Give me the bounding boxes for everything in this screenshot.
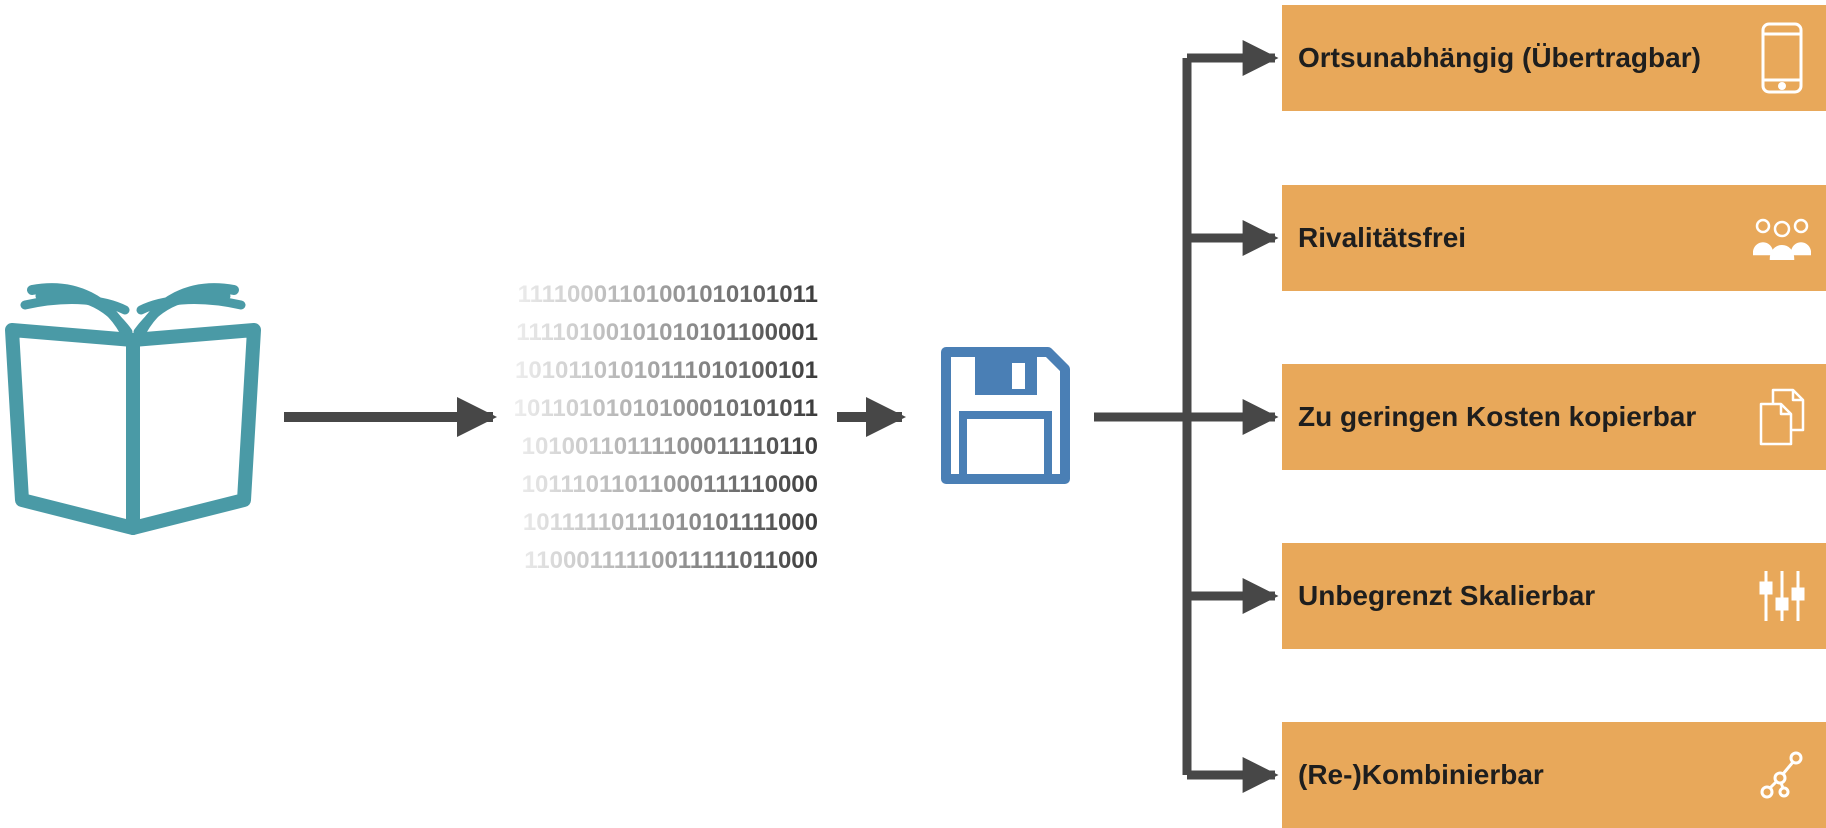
binary-line: 10111011011000111110000 (500, 466, 818, 504)
property-label: Unbegrenzt Skalierbar (1298, 580, 1596, 611)
property-box-portable: Ortsunabhängig (Übertragbar) (1282, 5, 1826, 111)
property-box-combinable: (Re-)Kombinierbar (1282, 722, 1826, 828)
binary-line: 11110001101001010101011 (500, 276, 818, 314)
floppy-disk-icon (941, 347, 1070, 484)
branch-connector (1094, 58, 1192, 775)
smartphone-icon (1752, 18, 1812, 98)
branch-arrows (1187, 40, 1279, 793)
property-label: (Re-)Kombinierbar (1298, 759, 1544, 790)
binary-line: 11000111110011111011000 (500, 542, 818, 580)
binary-line: 10101101010111010100101 (500, 352, 818, 390)
property-label: Zu geringen Kosten kopierbar (1298, 401, 1697, 432)
binary-line: 11110100101010101100001 (500, 314, 818, 352)
binary-line: 10100110111100011110110 (500, 428, 818, 466)
binary-line: 10110101010100010101011 (500, 390, 818, 428)
molecule-icon (1752, 735, 1812, 815)
property-box-copyable: Zu geringen Kosten kopierbar (1282, 364, 1826, 470)
sliders-icon (1752, 556, 1812, 636)
copy-documents-icon (1752, 377, 1812, 457)
binary-code-block: 11110001101001010101011 1111010010101010… (500, 276, 818, 580)
property-label: Ortsunabhängig (Übertragbar) (1298, 42, 1701, 73)
binary-line: 10111110111010101111000 (500, 504, 818, 542)
property-label: Rivalitätsfrei (1298, 222, 1467, 253)
property-box-scalable: Unbegrenzt Skalierbar (1282, 543, 1826, 649)
people-group-icon (1752, 198, 1812, 278)
open-book-icon (5, 283, 261, 535)
property-box-nonrival: Rivalitätsfrei (1282, 185, 1826, 291)
